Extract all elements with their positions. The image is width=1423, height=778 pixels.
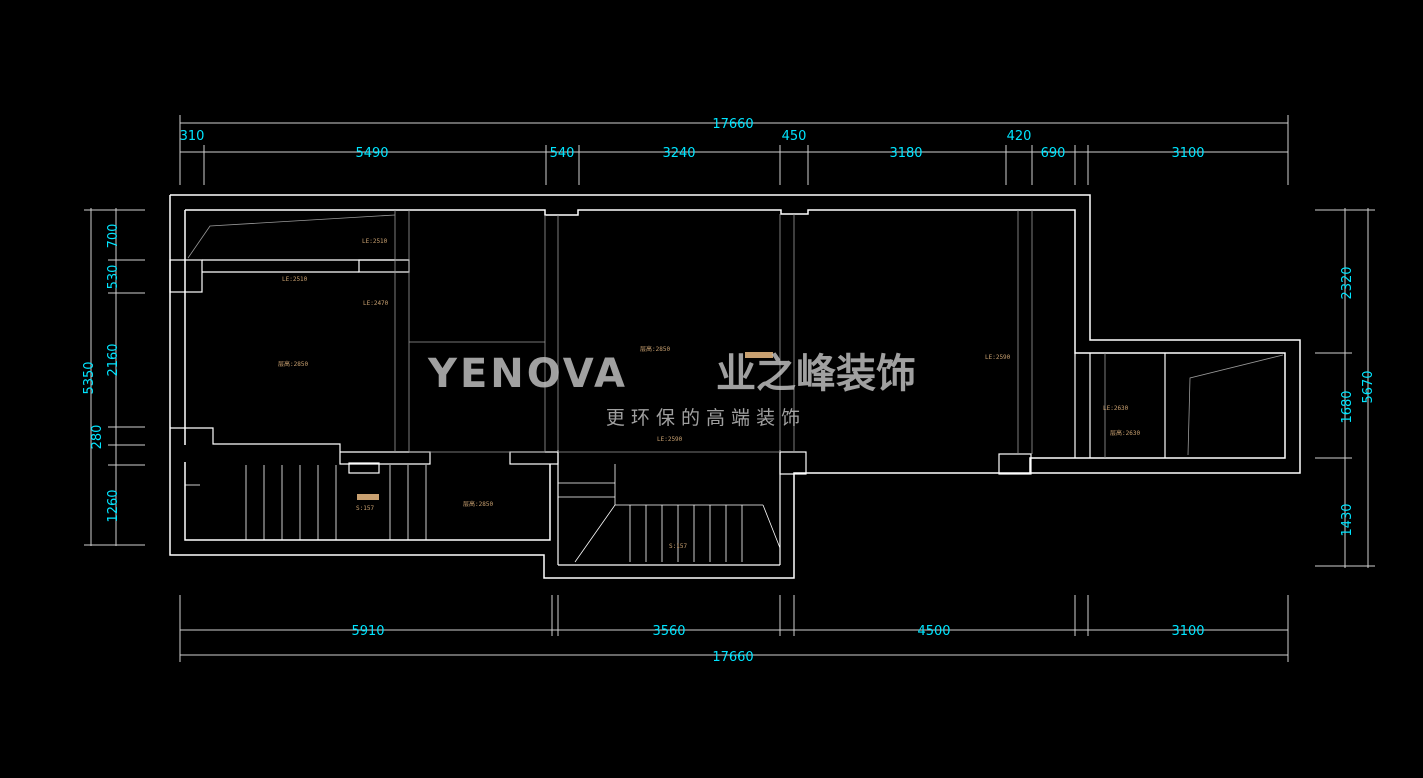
- dim-top-3180: 3180: [889, 146, 922, 161]
- note-le-2510-a: LE:2510: [362, 238, 388, 245]
- beam-marker: [745, 352, 773, 358]
- dim-right-total: 5670: [1361, 370, 1376, 403]
- note-le-2590-b: LE:2590: [657, 436, 683, 443]
- dim-bottom-4500: 4500: [917, 624, 950, 639]
- watermark-slogan: 更 环 保 的 高 端 装 饰: [606, 407, 800, 429]
- dim-bottom-5910: 5910: [351, 624, 384, 639]
- exterior-walls: [169, 194, 1301, 579]
- note-height-2850-c: 层高:2850: [463, 500, 493, 508]
- dim-bottom-3100: 3100: [1171, 624, 1204, 639]
- dim-top-3100: 3100: [1171, 146, 1204, 161]
- dim-top-5490: 5490: [355, 146, 388, 161]
- dim-top-690: 690: [1041, 146, 1066, 161]
- watermark-brand-cn: 业之峰装饰: [716, 351, 916, 397]
- watermark-brand-en: YENOVA: [427, 351, 628, 397]
- note-height-2630: 层高:2630: [1110, 429, 1140, 437]
- interior-walls: [169, 259, 1166, 566]
- dim-bottom-3560: 3560: [652, 624, 685, 639]
- dim-left-1260: 1260: [106, 489, 121, 522]
- stairs-center: [558, 464, 781, 563]
- dim-left-280: 280: [90, 425, 105, 450]
- watermark: YENOVA 业之峰装饰 更 环 保 的 高 端 装 饰: [427, 351, 916, 429]
- note-le-2630: LE:2630: [1103, 405, 1129, 412]
- dim-right-1680: 1680: [1340, 390, 1355, 423]
- dim-bottom-total: 17660: [712, 650, 753, 665]
- dim-left-700: 700: [106, 224, 121, 249]
- dim-right-2320: 2320: [1340, 266, 1355, 299]
- dim-top-450: 450: [782, 129, 807, 144]
- dim-top-310: 310: [180, 129, 205, 144]
- right-dimensions: [1315, 208, 1375, 568]
- dim-top-3240: 3240: [662, 146, 695, 161]
- note-le-2590-a: LE:2590: [985, 354, 1011, 361]
- dim-top-540: 540: [550, 146, 575, 161]
- note-le-2510-b: LE:2510: [282, 276, 308, 283]
- thin-lines: [187, 210, 1284, 458]
- left-dimensions: [84, 208, 145, 546]
- dim-left-530: 530: [106, 265, 121, 290]
- dim-top-total: 17660: [712, 117, 753, 132]
- note-s-157-a: S:157: [356, 505, 374, 512]
- dim-top-420: 420: [1007, 129, 1032, 144]
- stair-marker-left: [357, 494, 379, 500]
- note-height-2850-b: 层高:2850: [640, 345, 670, 353]
- note-height-2850-a: 层高:2850: [278, 360, 308, 368]
- note-s-157-b: S:157: [669, 543, 687, 550]
- top-dimensions: [179, 115, 1289, 185]
- dim-left-total: 5350: [82, 361, 97, 394]
- dim-left-2160: 2160: [106, 343, 121, 376]
- note-le-2470: LE:2470: [363, 300, 389, 307]
- stairs-left: [185, 465, 427, 540]
- dim-right-1430: 1430: [1340, 503, 1355, 536]
- bottom-dimensions: [179, 595, 1289, 662]
